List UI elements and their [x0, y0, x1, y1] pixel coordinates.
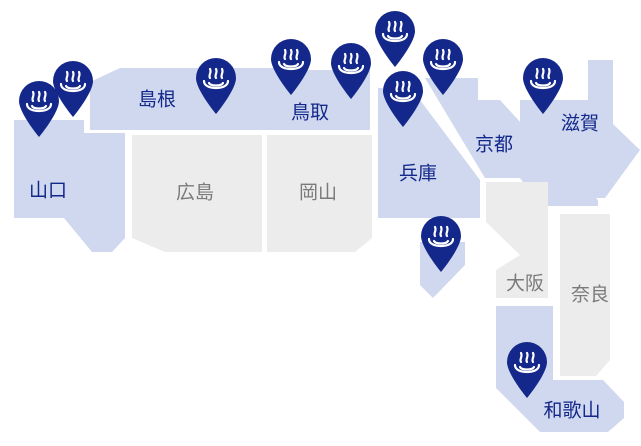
onsen-pin-yamaguchi-2[interactable] [52, 60, 94, 118]
label-nara: 奈良 [570, 283, 610, 306]
onsen-icon [429, 48, 457, 71]
onsen-icon [202, 67, 230, 90]
prefecture-hiroshima[interactable] [132, 135, 262, 252]
prefecture-wakayama[interactable] [496, 306, 624, 432]
prefecture-okayama[interactable] [267, 135, 372, 252]
onsen-pin-kyoto[interactable] [422, 38, 464, 96]
label-tottori: 鳥取 [290, 101, 330, 124]
onsen-pin-shimane[interactable] [195, 57, 237, 115]
onsen-icon [389, 80, 417, 103]
label-osaka: 大阪 [505, 272, 545, 295]
label-yamaguchi: 山口 [28, 179, 68, 202]
onsen-pin-hyogo-south[interactable] [420, 215, 462, 273]
label-wakayama: 和歌山 [543, 399, 601, 422]
label-shiga: 滋賀 [560, 112, 600, 135]
onsen-pin-tottori-2[interactable] [330, 42, 372, 100]
onsen-pin-hyogo-north[interactable] [374, 10, 416, 68]
onsen-icon [25, 90, 53, 113]
onsen-pin-wakayama[interactable] [506, 341, 548, 399]
prefecture-yamaguchi[interactable] [14, 120, 125, 252]
onsen-icon [529, 67, 557, 90]
prefecture-kyoto[interactable] [425, 78, 598, 206]
label-hiroshima: 広島 [175, 181, 215, 204]
onsen-icon [427, 225, 455, 248]
onsen-pin-shiga[interactable] [522, 57, 564, 115]
label-okayama: 岡山 [298, 181, 338, 204]
onsen-pin-yamaguchi-1[interactable] [18, 80, 60, 138]
onsen-pin-hyogo-central[interactable] [382, 70, 424, 128]
onsen-icon [59, 70, 87, 93]
prefecture-tottori[interactable] [252, 70, 370, 130]
onsen-pin-tottori-1[interactable] [270, 38, 312, 96]
prefecture-nara[interactable] [560, 214, 610, 376]
label-hyogo: 兵庫 [398, 162, 438, 185]
onsen-icon [277, 48, 305, 71]
onsen-icon [513, 351, 541, 374]
label-kyoto: 京都 [474, 133, 514, 156]
onsen-icon [337, 52, 365, 75]
prefecture-osaka[interactable] [486, 182, 548, 298]
prefecture-shimane[interactable] [90, 68, 278, 130]
prefecture-shiga[interactable] [520, 60, 640, 198]
onsen-icon [381, 20, 409, 43]
label-shimane: 島根 [137, 88, 177, 111]
